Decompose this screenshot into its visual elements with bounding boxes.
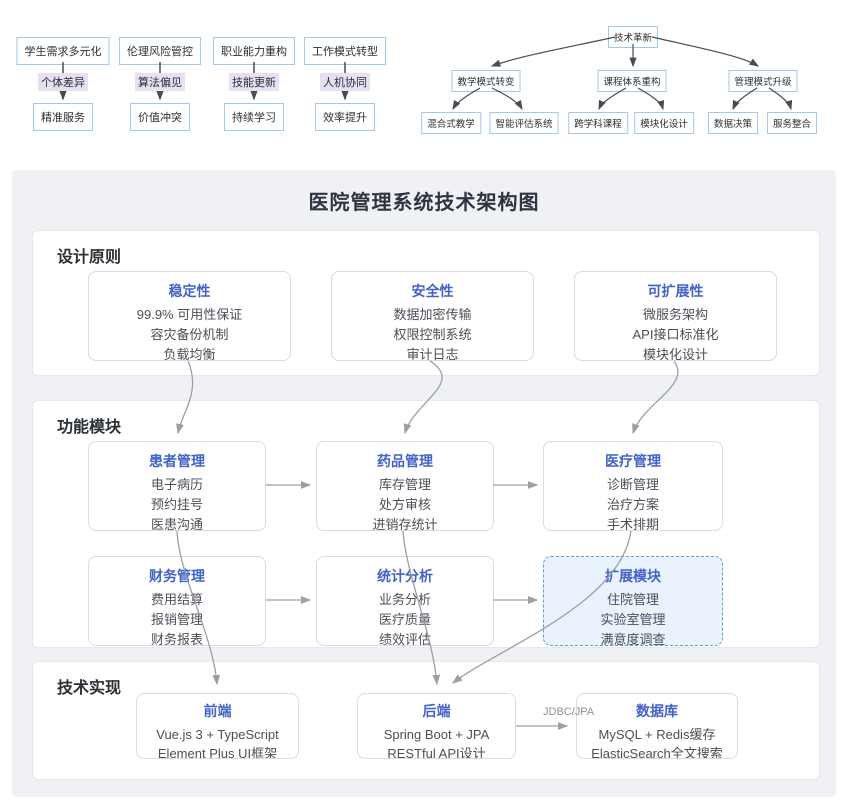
flow-node: 职业能力重构 (213, 37, 295, 65)
card-scalability: 可扩展性 微服务架构 API接口标准化 模块化设计 (574, 271, 777, 361)
page-title: 医院管理系统技术架构图 (308, 192, 540, 214)
card-line: 微服务架构 (642, 307, 708, 322)
tree-branch-node: 课程体系重构 (597, 70, 667, 92)
card-title: 药品管理 (377, 453, 433, 469)
tree-leaf-node: 服务整合 (766, 112, 818, 134)
card-line: 业务分析 (378, 592, 431, 607)
card-line: 处方审核 (378, 497, 431, 512)
flow-node: 伦理风险管控 (119, 37, 201, 65)
tree-leaf-node: 模块化设计 (634, 112, 694, 134)
card-line: API接口标准化 (632, 327, 719, 342)
card-database: 数据库 MySQL + Redis缓存 ElasticSearch全文搜索 (576, 693, 738, 759)
section-title: 设计原则 (57, 249, 122, 266)
card-line: 绩效评估 (378, 632, 431, 646)
card-stability: 稳定性 99.9% 可用性保证 容灾备份机制 负载均衡 (88, 271, 291, 361)
card-line: Vue.js 3 + TypeScript (156, 727, 279, 742)
section-title: 功能模块 (57, 419, 122, 436)
card-line: Spring Boot + JPA (383, 727, 490, 742)
section-tech-implementation: 技术实现 前端 Vue.js 3 + TypeScript Element Pl… (32, 661, 820, 780)
card-line: 财务报表 (150, 632, 203, 646)
card-line: 住院管理 (606, 592, 659, 607)
tree-leaf-node: 智能评估系统 (489, 112, 559, 134)
flow-edge-label: 人机协同 (320, 73, 370, 91)
card-line: 预约挂号 (150, 497, 203, 512)
card-line: MySQL + Redis缓存 (598, 727, 716, 742)
card-title: 稳定性 (168, 283, 211, 299)
card-line: 实验室管理 (600, 612, 666, 627)
card-line: 治疗方案 (606, 497, 659, 512)
card-finance-mgmt: 财务管理 费用结算 报销管理 财务报表 (88, 556, 266, 646)
card-security: 安全性 数据加密传输 权限控制系统 审计日志 (331, 271, 534, 361)
card-title: 患者管理 (149, 453, 205, 469)
card-line: 99.9% 可用性保证 (136, 307, 243, 322)
card-line: 数据加密传输 (393, 307, 472, 322)
card-patient-mgmt: 患者管理 电子病历 预约挂号 医患沟通 (88, 441, 266, 531)
card-title: 可扩展性 (647, 283, 704, 299)
card-line: RESTful API设计 (387, 746, 486, 759)
card-line: 医疗质量 (378, 612, 431, 627)
card-line: 医患沟通 (150, 517, 203, 531)
flow-node: 价值冲突 (130, 103, 190, 131)
section-title: 技术实现 (57, 680, 122, 697)
card-line: 权限控制系统 (393, 327, 472, 342)
tree-branch-node: 管理模式升级 (728, 70, 798, 92)
card-title: 前端 (203, 703, 232, 719)
tree-leaf-node: 跨学科课程 (568, 112, 628, 134)
card-pharmacy-mgmt: 药品管理 库存管理 处方审核 进销存统计 (316, 441, 494, 531)
tree-root-node: 技术革新 (607, 26, 659, 48)
card-frontend: 前端 Vue.js 3 + TypeScript Element Plus UI… (136, 693, 299, 759)
tree-leaf-node: 混合式教学 (421, 112, 481, 134)
flow-node: 学生需求多元化 (16, 37, 110, 65)
flow-edge-label: 个体差异 (38, 73, 88, 91)
card-line: 电子病历 (150, 477, 203, 492)
card-line: 诊断管理 (606, 477, 659, 492)
card-title: 医疗管理 (605, 453, 661, 469)
flow-node: 持续学习 (224, 103, 284, 131)
card-title: 统计分析 (377, 568, 433, 584)
card-line: 报销管理 (150, 612, 203, 627)
card-statistics: 统计分析 业务分析 医疗质量 绩效评估 (316, 556, 494, 646)
card-line: 手术排期 (606, 517, 659, 531)
card-line: Element Plus UI框架 (157, 746, 278, 759)
flow-node: 效率提升 (315, 103, 375, 131)
card-line: 满意度调查 (600, 632, 666, 646)
section-design-principles: 设计原则 稳定性 99.9% 可用性保证 容灾备份机制 负载均衡 安全性 数据加… (32, 230, 820, 376)
edge-label-jdbc: JDBC/JPA (543, 706, 595, 718)
card-title: 数据库 (636, 703, 678, 719)
card-line: 负载均衡 (163, 347, 216, 361)
card-line: 库存管理 (378, 477, 431, 492)
tree-branch-node: 教学模式转变 (451, 70, 521, 92)
card-title: 财务管理 (149, 568, 205, 584)
flow-node: 工作模式转型 (304, 37, 386, 65)
card-line: 容灾备份机制 (150, 327, 229, 342)
card-line: 审计日志 (406, 347, 459, 361)
flow-edge-label: 算法偏见 (135, 73, 185, 91)
card-line: ElasticSearch全文搜索 (591, 746, 723, 759)
card-backend: 后端 Spring Boot + JPA RESTful API设计 (357, 693, 516, 759)
card-extension-modules: 扩展模块 住院管理 实验室管理 满意度调查 (543, 556, 723, 646)
card-title: 安全性 (411, 283, 454, 299)
tree-leaf-node: 数据决策 (707, 112, 759, 134)
card-line: 模块化设计 (642, 347, 708, 361)
flow-node: 精准服务 (33, 103, 93, 131)
card-title: 后端 (422, 703, 451, 719)
card-line: 费用结算 (150, 592, 203, 607)
card-medical-mgmt: 医疗管理 诊断管理 治疗方案 手术排期 (543, 441, 723, 531)
card-title: 扩展模块 (605, 568, 661, 584)
card-line: 进销存统计 (372, 517, 438, 531)
section-function-modules: 功能模块 患者管理 电子病历 预约挂号 医患沟通 药品管理 库存管理 处方审核 … (32, 400, 820, 648)
flow-edge-label: 技能更新 (229, 73, 279, 91)
